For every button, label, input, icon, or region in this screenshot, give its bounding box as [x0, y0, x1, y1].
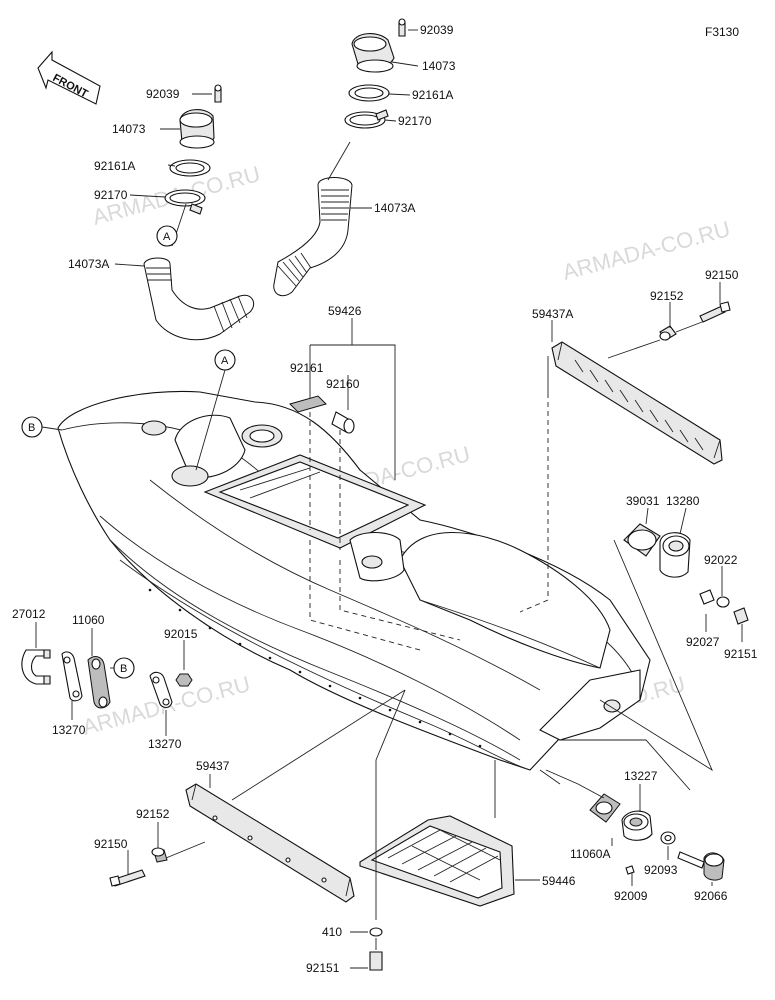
label-92039-right: 92039 — [420, 23, 454, 37]
label-92152-top: 92152 — [650, 289, 684, 303]
right-duct-assembly — [273, 18, 406, 297]
hull-rivets — [148, 588, 482, 748]
label-59437: 59437 — [196, 759, 230, 773]
label-410: 410 — [322, 925, 342, 939]
figure-code: F3130 — [705, 25, 739, 39]
label-13280: 13280 — [666, 494, 700, 508]
label-92161A-left: 92161A — [94, 159, 135, 173]
label-92022: 92022 — [704, 553, 738, 567]
callout-b-lower-text: B — [120, 663, 127, 675]
rail-59437 — [109, 689, 406, 903]
callout-a-hull-text: A — [221, 355, 229, 367]
hull — [57, 390, 651, 771]
label-92151-bottom: 92151 — [306, 961, 340, 975]
label-92015: 92015 — [164, 627, 198, 641]
label-92066: 92066 — [694, 889, 728, 903]
callout-b-hull-text: B — [28, 422, 35, 434]
label-92151-right: 92151 — [724, 647, 758, 661]
callout-a-upper-text: A — [163, 231, 171, 243]
hose-14073A-left — [143, 257, 255, 341]
label-14073A-right: 14073A — [374, 201, 415, 215]
label-14073-left: 14073 — [112, 122, 146, 136]
label-92150-bottom: 92150 — [94, 837, 128, 851]
eye-27012 — [21, 649, 45, 685]
washer-410 — [369, 927, 383, 937]
nut-92015 — [175, 673, 193, 687]
label-92161: 92161 — [290, 361, 324, 375]
plate-13270-left — [61, 651, 83, 702]
intake-parts — [599, 507, 749, 772]
plate-11060 — [87, 656, 111, 709]
label-39031: 39031 — [626, 494, 660, 508]
bolt-92150-top — [699, 305, 726, 323]
lower-left-parts: B — [21, 622, 193, 736]
label-92093: 92093 — [644, 863, 678, 877]
label-11060: 11060 — [72, 613, 105, 627]
screw-92009 — [625, 865, 635, 875]
callout-b-hull: B — [21, 416, 63, 438]
washer-92022 — [716, 596, 730, 608]
label-13227: 13227 — [624, 769, 658, 783]
label-92170-left: 92170 — [94, 188, 128, 202]
left-duct-assembly — [143, 84, 255, 341]
label-59426: 59426 — [328, 304, 362, 318]
label-13270-left: 13270 — [52, 723, 86, 737]
callout-a-hull: A — [195, 349, 236, 471]
rail-59437A — [519, 282, 731, 613]
label-92009: 92009 — [614, 889, 648, 903]
label-92039-left: 92039 — [146, 87, 180, 101]
bolt-92151-right — [733, 607, 749, 625]
stern-parts — [539, 739, 725, 886]
spacer-92027 — [699, 589, 715, 605]
label-92152-bottom: 92152 — [136, 807, 170, 821]
front-arrow-icon: FRONT — [37, 50, 101, 105]
seat-parts — [289, 318, 461, 651]
pad-92161 — [289, 395, 327, 413]
label-59446: 59446 — [542, 874, 576, 888]
label-92027: 92027 — [686, 635, 720, 649]
label-59437A: 59437A — [532, 307, 573, 321]
label-92161A-right: 92161A — [412, 88, 453, 102]
duct-opening-left — [171, 465, 209, 487]
callout-a-upper: A — [156, 225, 178, 247]
label-13270-right: 13270 — [148, 737, 182, 751]
label-14073-right: 14073 — [422, 59, 456, 73]
label-27012: 27012 — [12, 607, 46, 621]
label-92160: 92160 — [326, 377, 360, 391]
label-92150-top: 92150 — [705, 268, 739, 282]
label-92170-right: 92170 — [398, 114, 432, 128]
plate-59446 — [359, 689, 540, 920]
bolt-92151-bottom — [369, 951, 383, 971]
washer-bolt-lower — [350, 927, 383, 971]
part-labels: 92039 14073 92161A 92170 14073A 92039 14… — [12, 23, 758, 975]
hose-14073A-right — [273, 177, 353, 297]
label-11060A: 11060A — [570, 847, 610, 861]
label-14073A-left: 14073A — [68, 257, 109, 271]
